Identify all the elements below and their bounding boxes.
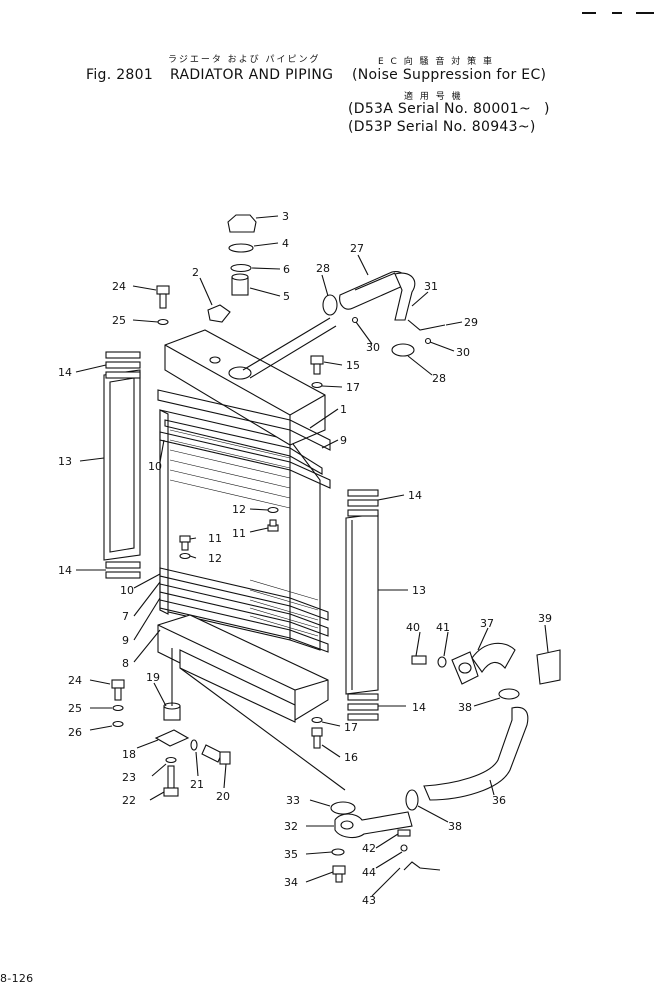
callout-19: 19 xyxy=(146,671,160,684)
japanese-ec-note: E C 向 騒 音 対 策 車 xyxy=(378,57,494,67)
callout-5: 5 xyxy=(283,290,290,303)
callout-15: 15 xyxy=(346,359,360,372)
callout-24: 24 xyxy=(68,674,82,687)
mount-group xyxy=(154,648,231,797)
callout-4: 4 xyxy=(282,237,289,250)
callout-44: 44 xyxy=(362,866,376,879)
callout-14: 14 xyxy=(412,701,426,714)
bolts-and-washers xyxy=(111,285,447,749)
callout-17: 17 xyxy=(344,721,358,734)
corner-mark xyxy=(612,12,622,14)
callout-39: 39 xyxy=(538,612,552,625)
callout-17: 17 xyxy=(346,381,360,394)
callout-1: 1 xyxy=(340,403,347,416)
callout-37: 37 xyxy=(480,617,494,630)
figure-title: RADIATOR AND PIPING xyxy=(170,67,334,83)
radiator-core xyxy=(159,409,321,651)
callout-20: 20 xyxy=(216,790,230,803)
figure-number: Fig. 2801 xyxy=(86,67,154,83)
callout-32: 32 xyxy=(284,820,298,833)
callout-14: 14 xyxy=(58,564,72,577)
callout-34: 34 xyxy=(284,876,298,889)
right-side-support xyxy=(345,513,379,695)
serial-line-1: (D53A Serial No. 80001~ xyxy=(348,101,532,117)
shim-plates xyxy=(105,351,379,721)
callout-31: 31 xyxy=(424,280,438,293)
upper-piping xyxy=(242,271,446,379)
callout-30: 30 xyxy=(366,341,380,354)
callout-43: 43 xyxy=(362,894,376,907)
callout-13: 13 xyxy=(412,584,426,597)
corner-mark xyxy=(636,12,654,14)
callout-18: 18 xyxy=(122,748,136,761)
lower-gaskets xyxy=(159,567,329,653)
callout-38: 38 xyxy=(458,701,472,714)
callout-11: 11 xyxy=(232,527,246,540)
callout-16: 16 xyxy=(344,751,358,764)
callout-14: 14 xyxy=(58,366,72,379)
callout-10: 10 xyxy=(148,460,162,473)
callout-7: 7 xyxy=(122,610,129,623)
serial-line-2: (D53P Serial No. 80943~) xyxy=(348,119,536,135)
callout-13: 13 xyxy=(58,455,72,468)
callout-28: 28 xyxy=(432,372,446,385)
applicable-label: 適 用 号 機 xyxy=(404,92,463,102)
callout-9: 9 xyxy=(340,434,347,447)
callout-8: 8 xyxy=(122,657,129,670)
callout-9: 9 xyxy=(122,634,129,647)
figure-subtitle: (Noise Suppression for EC) xyxy=(352,67,547,83)
callout-41: 41 xyxy=(436,621,450,634)
callout-25: 25 xyxy=(68,702,82,715)
serial-close-paren: ) xyxy=(544,101,550,117)
corner-mark xyxy=(582,12,596,14)
callout-24: 24 xyxy=(112,280,126,293)
callout-26: 26 xyxy=(68,726,82,739)
callout-10: 10 xyxy=(120,584,134,597)
callout-40: 40 xyxy=(406,621,420,634)
japanese-title: ラジエータ および パイピング xyxy=(168,55,321,65)
callout-29: 29 xyxy=(464,316,478,329)
callout-12: 12 xyxy=(232,503,246,516)
lower-piping xyxy=(179,642,561,883)
callout-11: 11 xyxy=(208,532,222,545)
leader-lines xyxy=(75,215,549,897)
callout-22: 22 xyxy=(122,794,136,807)
page-code: 8-126 xyxy=(0,972,34,985)
callout-12: 12 xyxy=(208,552,222,565)
callout-38: 38 xyxy=(448,820,462,833)
left-side-support xyxy=(103,369,141,561)
upper-gaskets xyxy=(157,389,331,489)
callout-33: 33 xyxy=(286,794,300,807)
callout-labels: 3 4 6 5 2 27 28 31 29 30 30 28 24 25 15 … xyxy=(58,210,552,907)
callout-36: 36 xyxy=(492,794,506,807)
upper-tank xyxy=(164,329,326,446)
radiator-cap-group xyxy=(207,214,257,323)
callout-2: 2 xyxy=(192,266,199,279)
callout-25: 25 xyxy=(112,314,126,327)
callout-21: 21 xyxy=(190,778,204,791)
callout-23: 23 xyxy=(122,771,136,784)
callout-42: 42 xyxy=(362,842,376,855)
callout-14: 14 xyxy=(408,489,422,502)
lower-tank xyxy=(157,614,329,723)
callout-28: 28 xyxy=(316,262,330,275)
callout-3: 3 xyxy=(282,210,289,223)
callout-30: 30 xyxy=(456,346,470,359)
callout-35: 35 xyxy=(284,848,298,861)
callout-27: 27 xyxy=(350,242,364,255)
callout-6: 6 xyxy=(283,263,290,276)
